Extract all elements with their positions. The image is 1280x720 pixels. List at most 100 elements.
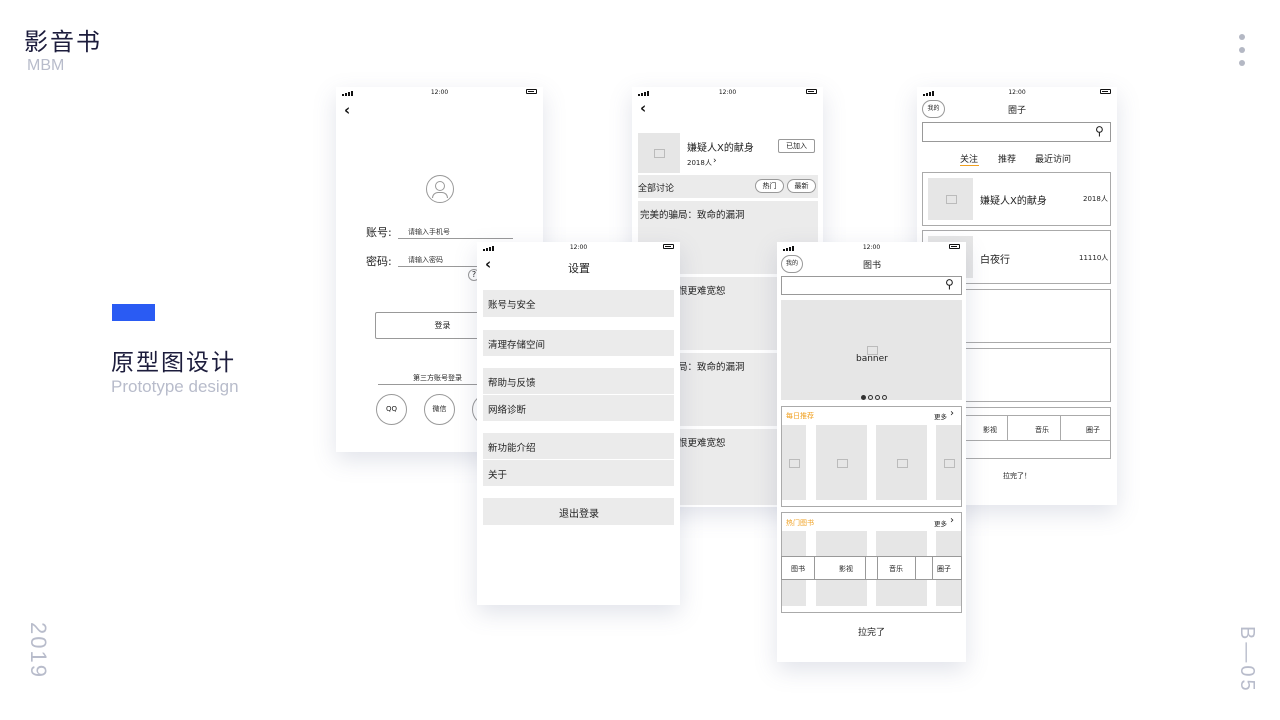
tab-recommend[interactable]: 推荐 xyxy=(998,155,1017,165)
battery-icon xyxy=(806,89,817,94)
group-name: 白夜行 xyxy=(980,255,1010,266)
settings-item-about[interactable] xyxy=(483,460,674,486)
status-bar: 12:00 xyxy=(336,87,543,97)
member-count[interactable]: 2018人 xyxy=(687,159,712,167)
book-cover[interactable] xyxy=(876,425,927,500)
post-title: 完美的骗局：致命的漏洞 xyxy=(640,210,745,221)
books-screen: 12:00 我的 图书 ⚲ banner 每日推荐 更多 › 热门图书 更多 ›… xyxy=(777,242,966,662)
bottom-tab-circle[interactable]: 圈子 xyxy=(1086,426,1100,434)
group-card[interactable] xyxy=(922,172,1111,226)
back-icon[interactable]: ‹ xyxy=(344,101,351,119)
bottom-tab-video[interactable]: 影视 xyxy=(983,426,997,434)
new-tab[interactable]: 最新 xyxy=(787,179,816,193)
bottom-tab-books[interactable]: 图书 xyxy=(791,565,805,573)
page-code: B—05 xyxy=(1232,626,1262,706)
book-cover[interactable] xyxy=(936,425,961,500)
chevron-right-icon[interactable]: › xyxy=(950,408,954,419)
hot-more[interactable]: 更多 xyxy=(934,520,947,528)
settings-item-network[interactable] xyxy=(483,395,674,421)
banner-image[interactable] xyxy=(781,300,962,400)
bottom-tab-video[interactable]: 影视 xyxy=(839,565,853,573)
bottom-tab-music[interactable]: 音乐 xyxy=(1035,426,1049,434)
hot-title: 热门图书 xyxy=(786,519,814,527)
books-title: 图书 xyxy=(863,261,882,271)
page-dot[interactable] xyxy=(882,395,887,400)
book-title: 嫌疑人X的献身 xyxy=(687,143,754,154)
back-icon[interactable]: ‹ xyxy=(640,99,647,117)
search-icon[interactable]: ⚲ xyxy=(945,277,954,291)
chevron-right-icon[interactable]: › xyxy=(713,156,717,166)
banner-pagination[interactable] xyxy=(861,385,891,400)
account-input[interactable]: 请输入手机号 xyxy=(408,228,450,236)
tab-recent[interactable]: 最近访问 xyxy=(1035,155,1072,165)
book-cover-image xyxy=(638,133,680,173)
status-time: 12:00 xyxy=(862,244,881,251)
logout-button[interactable] xyxy=(483,498,674,525)
tab-separator xyxy=(877,556,878,580)
tab-separator xyxy=(814,556,815,580)
circle-title: 圈子 xyxy=(1008,106,1027,116)
brand-subtitle: MBM xyxy=(27,57,65,74)
section-title: 原型图设计 xyxy=(111,350,236,376)
settings-item-account[interactable] xyxy=(483,290,674,317)
page-dot[interactable] xyxy=(875,395,880,400)
section-subtitle: Prototype design xyxy=(111,377,239,396)
end-of-list-label: 拉完了！ xyxy=(1003,472,1031,480)
settings-item-label: 网络诊断 xyxy=(488,405,527,416)
bottom-tab-circle[interactable]: 圈子 xyxy=(937,565,951,573)
book-cover[interactable] xyxy=(816,425,867,500)
back-icon[interactable]: ‹ xyxy=(485,255,492,273)
chevron-right-icon[interactable]: › xyxy=(950,515,954,526)
settings-item-label: 新功能介绍 xyxy=(488,443,536,454)
daily-more[interactable]: 更多 xyxy=(934,413,947,421)
status-time: 12:00 xyxy=(1008,89,1026,96)
battery-icon xyxy=(526,89,537,94)
more-dots-icon[interactable] xyxy=(1239,34,1247,73)
battery-icon xyxy=(949,244,960,249)
post-title: 难道爱比恨更难宽恕 xyxy=(640,286,726,297)
settings-item-new-features[interactable] xyxy=(483,433,674,459)
group-name: 嫌疑人X的献身 xyxy=(980,196,1047,207)
settings-item-label: 关于 xyxy=(488,470,508,481)
year-text: 2019 xyxy=(26,622,51,679)
daily-title: 每日推荐 xyxy=(786,412,814,420)
tab-separator xyxy=(865,556,866,580)
joined-button[interactable]: 已加入 xyxy=(778,139,815,153)
page-dot-active[interactable] xyxy=(861,395,866,400)
book-cover[interactable] xyxy=(782,425,806,500)
hot-tab[interactable]: 热门 xyxy=(755,179,784,193)
settings-item-label: 清理存储空间 xyxy=(488,340,546,351)
tab-separator xyxy=(932,556,933,580)
settings-item-storage[interactable] xyxy=(483,330,674,356)
bottom-tab-music[interactable]: 音乐 xyxy=(889,565,903,573)
tab-follow[interactable]: 关注 xyxy=(960,155,979,165)
tab-separator xyxy=(1060,415,1061,441)
tab-separator xyxy=(1007,415,1008,441)
status-time: 12:00 xyxy=(569,244,588,251)
password-input[interactable]: 请输入密码 xyxy=(408,256,443,264)
avatar-icon xyxy=(426,175,454,203)
wechat-login-button[interactable]: 微信 xyxy=(424,394,455,425)
status-bar: 12:00 xyxy=(477,242,680,252)
page-dot[interactable] xyxy=(868,395,873,400)
daily-section xyxy=(781,406,962,507)
signal-icon xyxy=(342,89,358,96)
tab-separator xyxy=(915,556,916,580)
signal-icon xyxy=(638,89,654,96)
banner-label: banner xyxy=(856,354,888,364)
mine-button[interactable]: 我的 xyxy=(922,100,945,118)
status-bar: 12:00 xyxy=(917,87,1117,97)
status-bar: 12:00 xyxy=(632,87,823,97)
circle-search-input[interactable] xyxy=(922,122,1111,142)
qq-login-button[interactable]: QQ xyxy=(376,394,407,425)
signal-icon xyxy=(923,89,939,96)
group-count: 2018人 xyxy=(1083,195,1108,203)
settings-item-help[interactable] xyxy=(483,368,674,394)
brand-title: 影音书 xyxy=(24,28,102,56)
mine-button[interactable]: 我的 xyxy=(781,255,803,273)
signal-icon xyxy=(783,244,799,251)
settings-item-label: 账号与安全 xyxy=(488,300,536,311)
status-time: 12:00 xyxy=(430,89,449,96)
books-search-input[interactable] xyxy=(781,276,962,295)
search-icon[interactable]: ⚲ xyxy=(1095,124,1104,138)
